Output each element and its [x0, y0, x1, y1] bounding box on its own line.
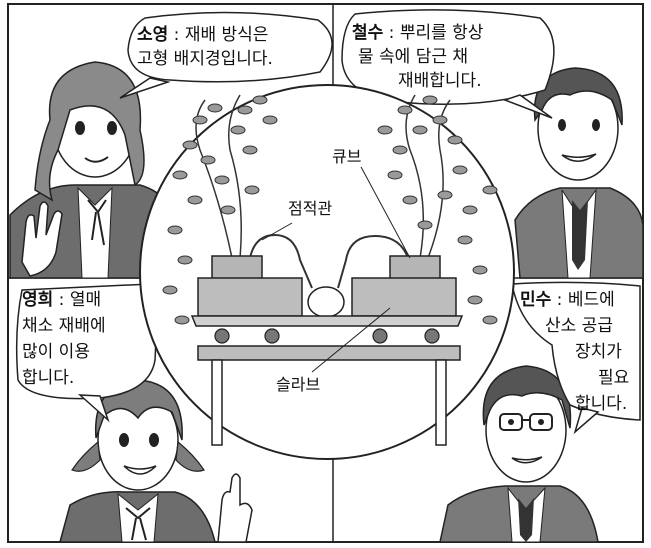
minsu-line-5: 합니다. — [575, 394, 627, 414]
diagram-circle — [139, 84, 515, 460]
cheolsu-line-3: 재배합니다. — [398, 71, 482, 91]
cheolsu-line-1: 뿌리를 항상 — [400, 23, 484, 43]
bench-top — [197, 345, 461, 361]
bench-leg-left — [211, 359, 223, 446]
younghee-line-1: 열매 — [70, 290, 101, 310]
younghee-separator: : — [53, 290, 70, 310]
minsu-line-3: 장치가 — [575, 342, 622, 362]
svg-text:민수 : 베드에: 민수 : 베드에 — [520, 290, 615, 310]
soyoung-name: 소영 — [137, 25, 168, 45]
minsu-line-2: 산소 공급 — [545, 316, 613, 336]
cube-right — [389, 255, 441, 281]
slab-right — [351, 277, 457, 317]
minsu-line-1: 베드에 — [568, 290, 615, 310]
drain-bag — [307, 286, 345, 318]
drip-tube-left — [249, 233, 313, 289]
cheolsu-line-2: 물 속에 담근 채 — [358, 47, 468, 67]
left-plant — [162, 94, 278, 325]
cheolsu-name: 철수 — [352, 23, 384, 43]
slab-left — [197, 277, 303, 317]
drip-tube-right — [337, 234, 409, 289]
cheolsu-figure — [514, 67, 644, 279]
soyoung-line-2: 고형 배지경입니다. — [137, 49, 273, 69]
svg-text:영희 : 열매: 영희 : 열매 — [22, 290, 101, 310]
bench-leg-right — [435, 359, 447, 446]
slab-label: 슬라브 — [276, 375, 320, 394]
minsu-name: 민수 — [520, 290, 552, 310]
younghee-line-3: 많이 이용 — [22, 342, 90, 362]
bed-tray — [190, 315, 464, 327]
cheolsu-speech-bubble: 철수 : 뿌리를 항상 물 속에 담근 채 재배합니다. — [341, 9, 555, 119]
drip-tube-label: 점적관 — [288, 199, 332, 218]
minsu-speech-bubble: 민수 : 베드에 산소 공급 장치가 필요 합니다. — [511, 281, 641, 435]
soyoung-line-1: 재배 방식은 — [185, 25, 269, 45]
soyoung-separator: : — [168, 25, 185, 45]
younghee-speech-bubble: 영희 : 열매 채소 재배에 많이 이용 합니다. — [15, 283, 157, 423]
cheolsu-separator: : — [383, 23, 400, 43]
minsu-figure — [439, 365, 599, 543]
minsu-separator: : — [551, 290, 568, 310]
cube-left — [211, 255, 263, 281]
younghee-name: 영희 — [22, 290, 53, 310]
minsu-line-4: 필요 — [598, 368, 629, 388]
soyoung-speech-bubble: 소영 : 재배 방식은 고형 배지경입니다. — [119, 11, 333, 99]
younghee-line-2: 채소 재배에 — [22, 316, 106, 336]
svg-text:소영 : 재배 방식은: 소영 : 재배 방식은 — [137, 25, 268, 45]
cultivation-diagram: 큐브 점적관 슬라브 — [139, 84, 515, 460]
heating-pipes — [214, 328, 440, 344]
slab-leader-line — [311, 307, 391, 373]
cube-label: 큐브 — [332, 147, 361, 166]
drip-tube-leader-line — [261, 222, 293, 241]
younghee-line-4: 합니다. — [22, 368, 74, 388]
right-plant — [377, 94, 498, 325]
svg-text:철수 : 뿌리를 항상: 철수 : 뿌리를 항상 — [352, 23, 484, 43]
cube-leader-line — [359, 164, 411, 259]
